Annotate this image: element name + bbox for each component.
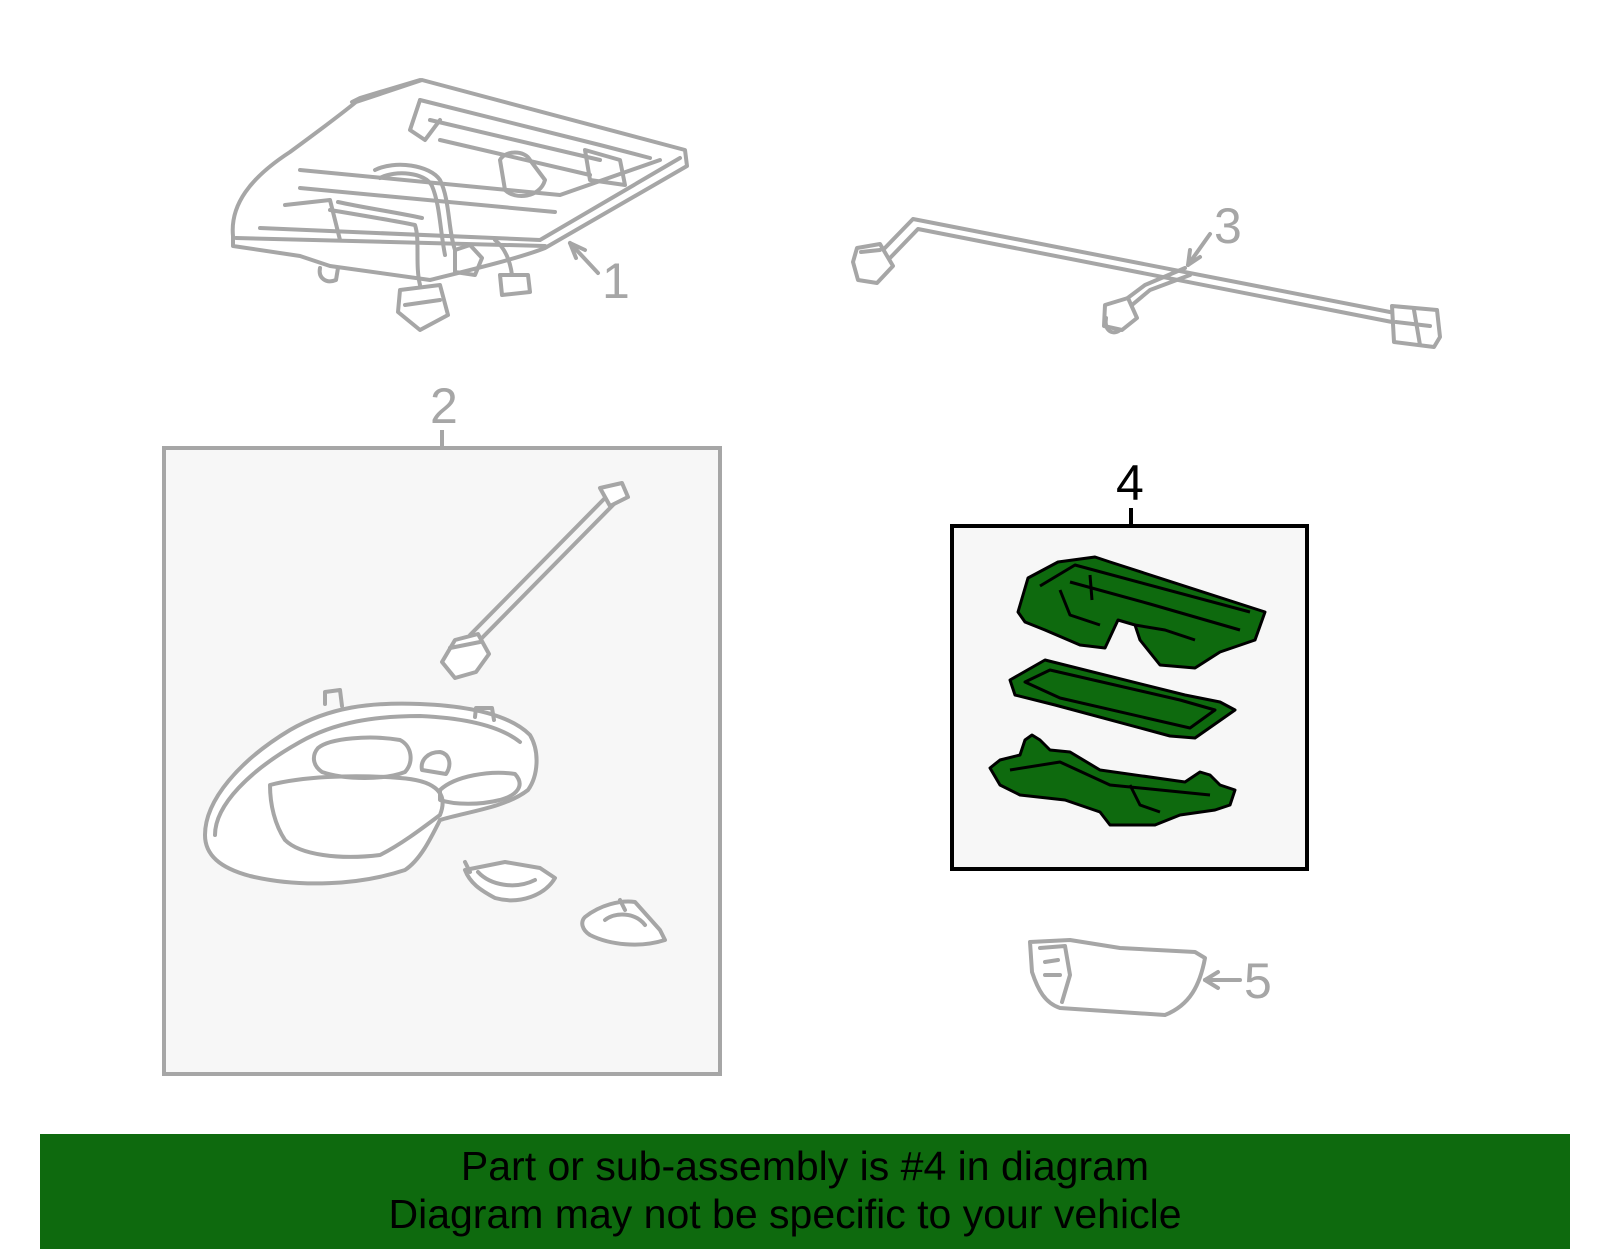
callout-3: 3 bbox=[1214, 198, 1242, 254]
callout-1: 1 bbox=[602, 253, 630, 309]
banner-line-1: Part or sub-assembly is #4 in diagram bbox=[460, 1143, 1150, 1189]
part-5-lens[interactable] bbox=[1028, 938, 1242, 1017]
part-3-wire-harness[interactable] bbox=[851, 217, 1442, 349]
part-1-console-frame[interactable] bbox=[230, 78, 689, 332]
part-4-lamp-housing[interactable] bbox=[988, 555, 1267, 827]
callout-5: 5 bbox=[1244, 953, 1272, 1009]
info-banner: Part or sub-assembly is #4 in diagram Di… bbox=[40, 1134, 1570, 1249]
banner-line-2: Diagram may not be specific to your vehi… bbox=[388, 1191, 1182, 1237]
part-2-dome-lamp[interactable] bbox=[203, 481, 667, 947]
callout-2: 2 bbox=[430, 378, 458, 434]
callout-4: 4 bbox=[1116, 455, 1144, 511]
